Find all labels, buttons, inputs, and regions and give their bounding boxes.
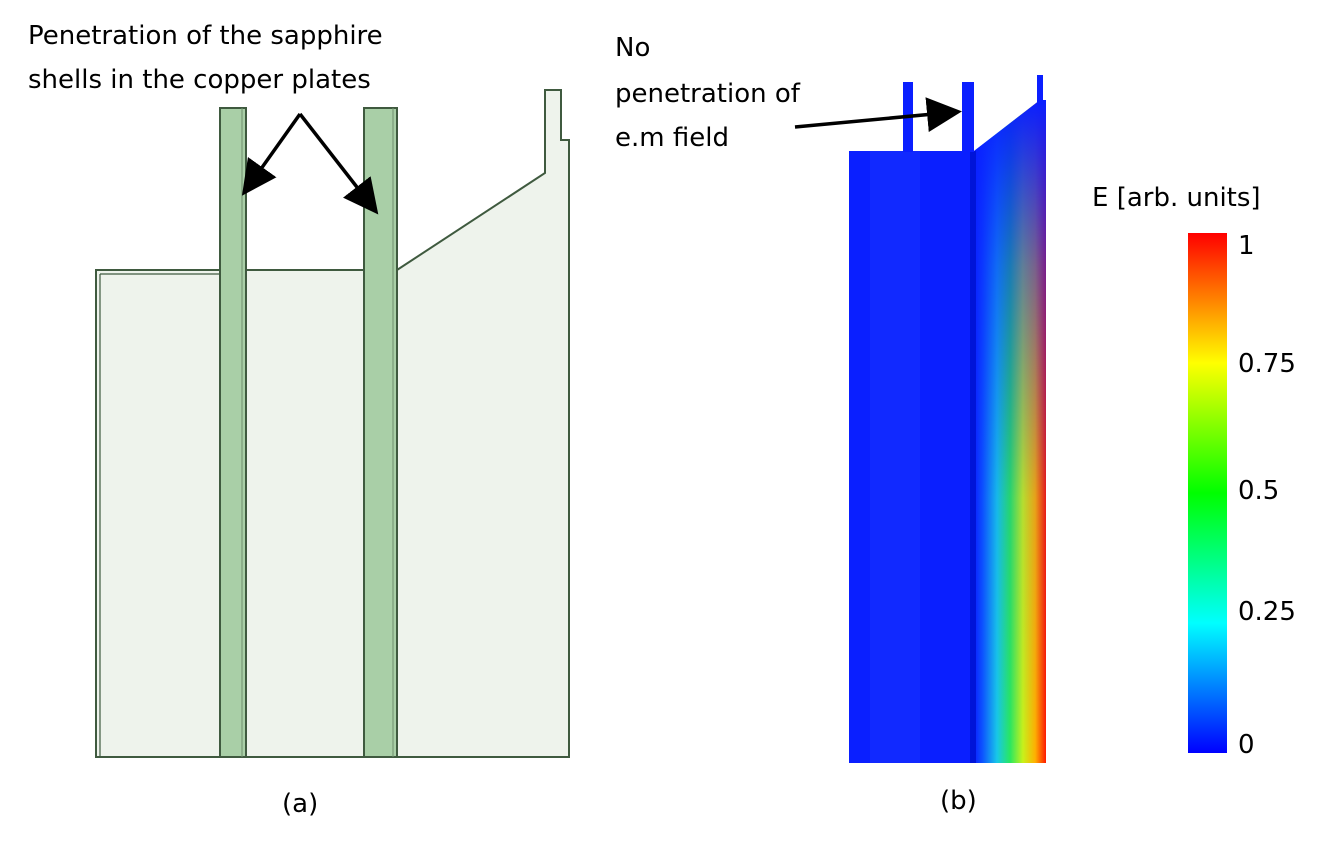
arrow-no-penetration [794, 97, 962, 133]
panel-b-field-map [849, 75, 1046, 763]
arrow-to-left-shell [241, 112, 302, 196]
colorbar-tick-0.5: 0.5 [1238, 476, 1280, 506]
annotation-b-line3: e.m field [615, 123, 729, 153]
field-left-region [849, 151, 974, 763]
panel-a-geometry [95, 89, 570, 758]
panel-a-arrows [241, 112, 379, 215]
colorbar-tick-0.25: 0.25 [1238, 597, 1296, 627]
colorbar-title: E [arb. units] [1092, 183, 1261, 213]
copper-plate-body [95, 89, 570, 758]
annotation-b-line1: No [615, 33, 651, 63]
annotation-b-line2: penetration of [615, 79, 800, 109]
shell-slot-divider [970, 151, 976, 763]
colorbar-tick-0.75: 0.75 [1238, 349, 1296, 379]
sapphire-shell-right [363, 107, 398, 758]
colorbar [1188, 233, 1227, 753]
colorbar-tick-1: 1 [1238, 231, 1255, 261]
caption-a: (a) [282, 789, 319, 819]
annotation-a-line2: shells in the copper plates [28, 65, 371, 95]
field-right-top-fade [974, 100, 1046, 763]
field-slot-right [962, 82, 974, 152]
caption-b: (b) [940, 786, 977, 816]
annotation-a-line1: Penetration of the sapphire [28, 21, 383, 51]
colorbar-tick-0: 0 [1238, 730, 1255, 760]
arrow-to-right-shell [298, 112, 379, 215]
field-left-shade [870, 151, 920, 763]
field-stub-top [1037, 75, 1043, 105]
